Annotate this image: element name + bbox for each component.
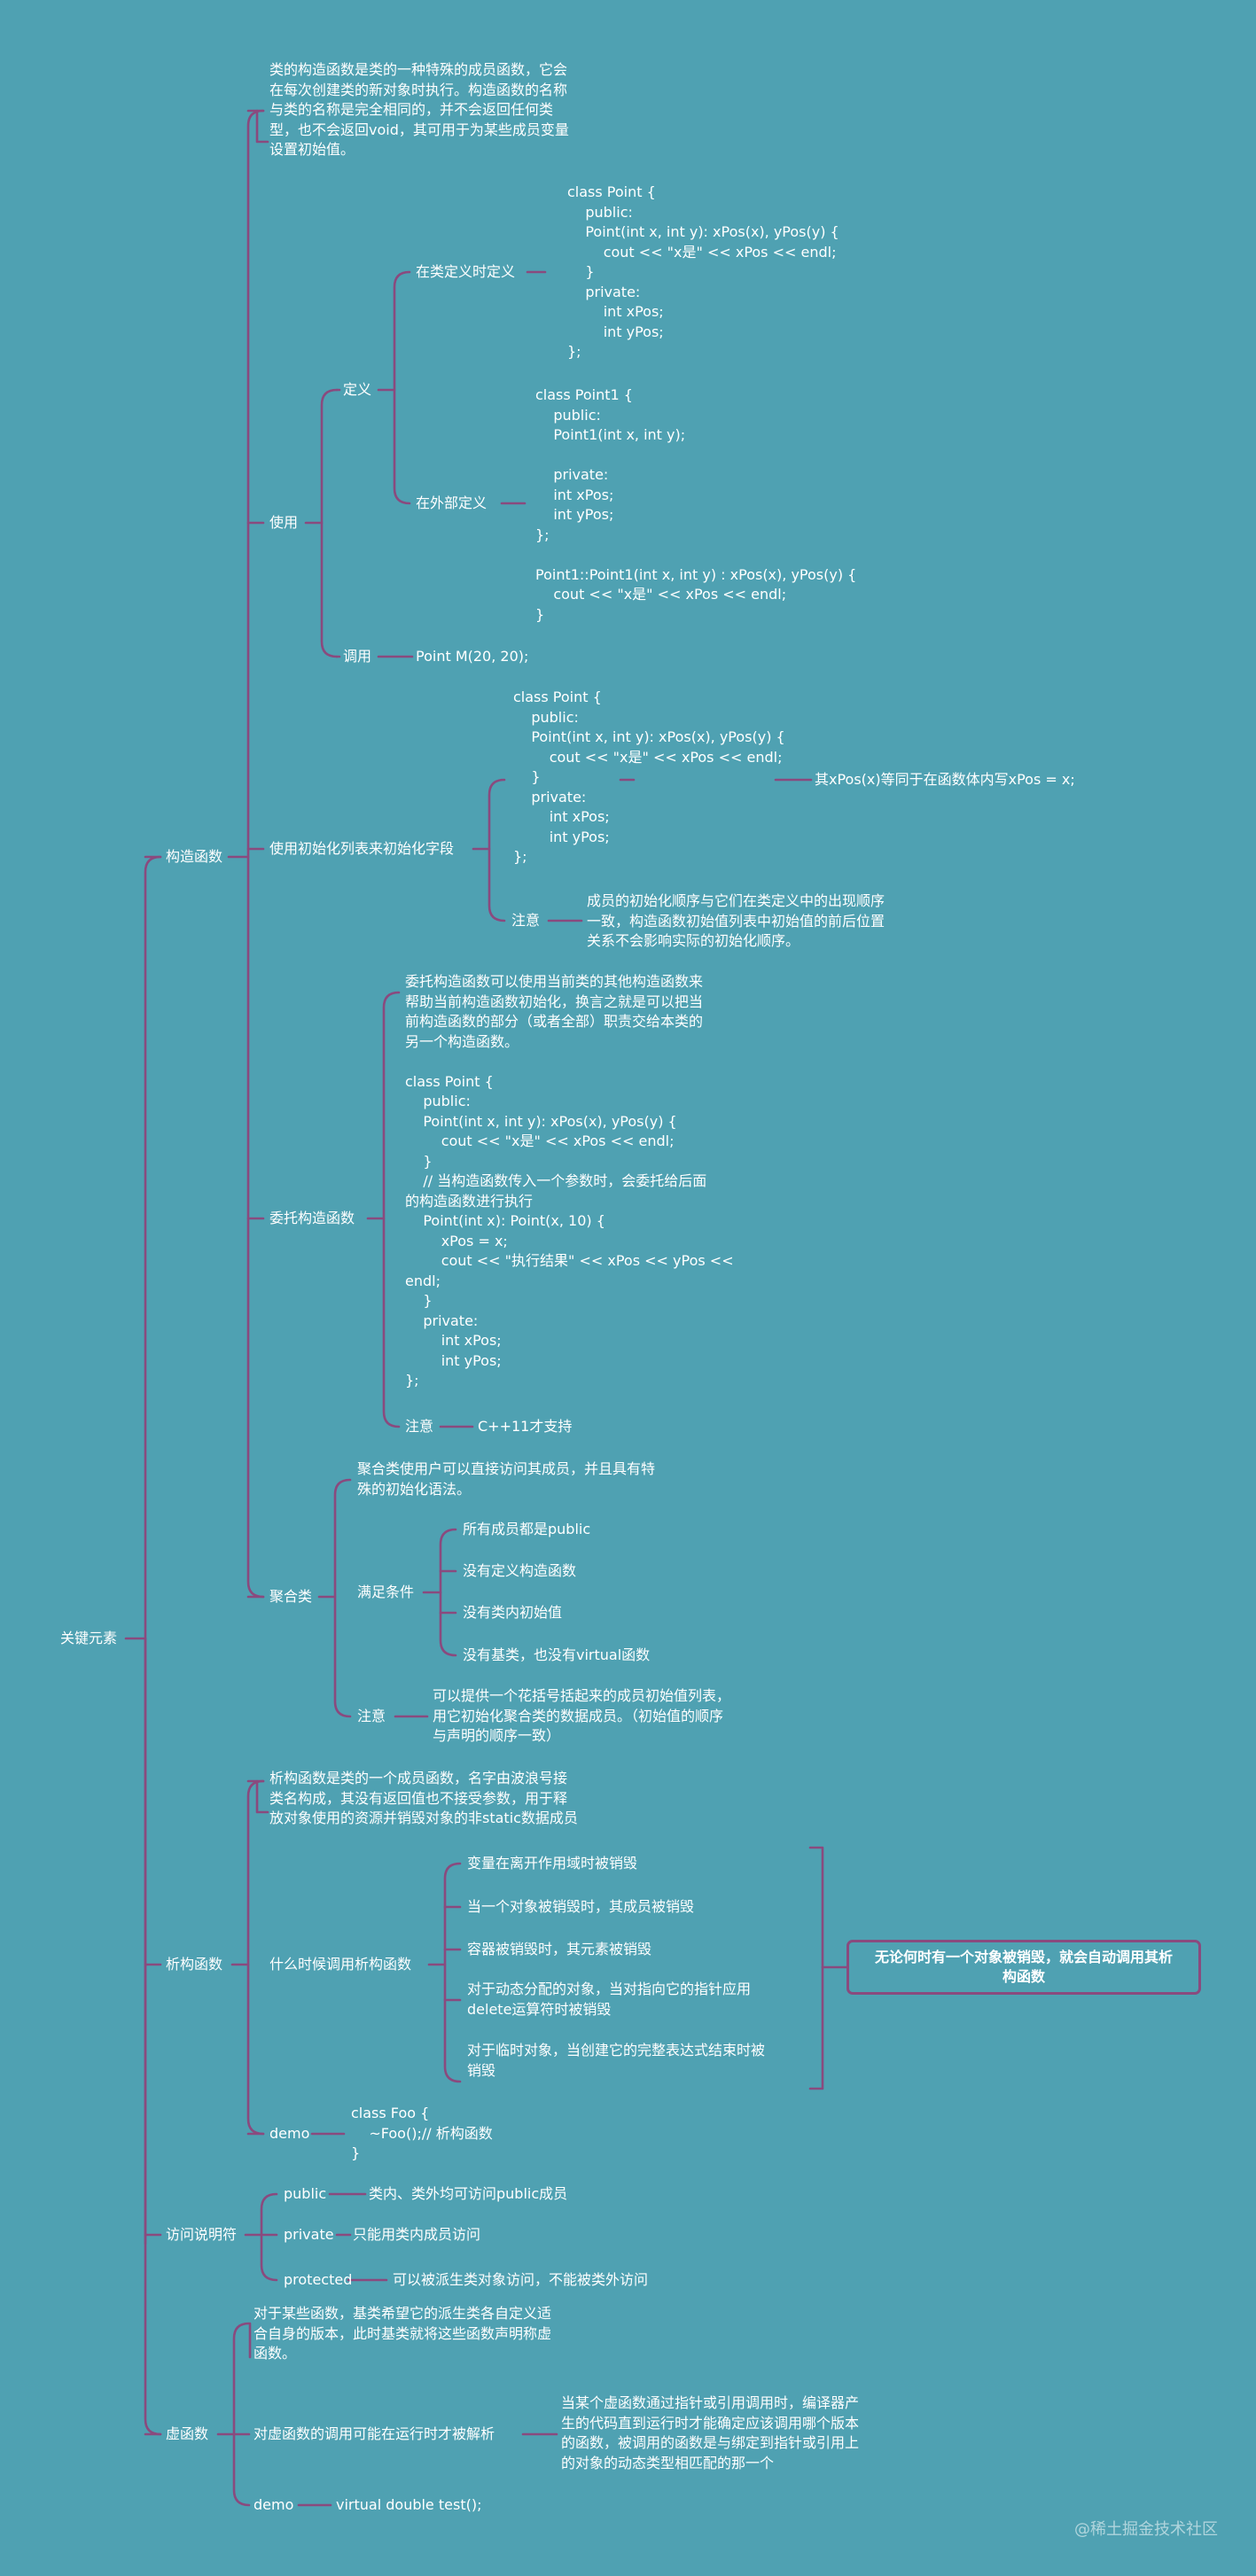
call-code: Point M(20, 20);	[416, 648, 529, 665]
destructor-demo-code: class Foo { ~Foo();// 析构函数 }	[351, 2105, 493, 2161]
virtual-resolve-desc: 当某个虚函数通过指针或引用调用时，编译器产 生的代码直到运行时才能确定应该调用哪…	[561, 2394, 860, 2471]
access-private-desc: 只能用类内成员访问	[353, 2226, 481, 2243]
destructor-summary-callout: 无论何时有一个对象被销毁，就会自动调用其析 构函数	[846, 1940, 1201, 1995]
initlist-code-note: 其xPos(x)等同于在函数体内写xPos = x;	[815, 771, 1075, 788]
define-outside-node: 在外部定义	[416, 494, 488, 511]
constructor-intro: 类的构造函数是类的一种特殊的成员函数，它会 在每次创建类的新对象时执行。构造函数…	[269, 61, 569, 158]
aggregate-condition: 没有类内初始值	[463, 1604, 563, 1621]
destructor-when-item: 容器被销毁时，其元素被销毁	[467, 1941, 652, 1957]
delegate-note-text: C++11才支持	[478, 1418, 573, 1435]
virtual-node: 虚函数	[166, 2425, 209, 2442]
define-inclass-node: 在类定义时定义	[416, 263, 516, 280]
destructor-summary-text: 无论何时有一个对象被销毁，就会自动调用其析 构函数	[874, 1949, 1173, 1985]
watermark: @稀土掘金技术社区	[1074, 2520, 1218, 2539]
virtual-resolve-node: 对虚函数的调用可能在运行时才被解析	[254, 2425, 495, 2442]
virtual-demo-code: virtual double test();	[336, 2496, 482, 2513]
access-private-node: private	[284, 2226, 334, 2243]
access-public-node: public	[284, 2185, 327, 2202]
virtual-desc: 对于某些函数，基类希望它的派生类各自定义适 合自身的版本，此时基类就将这些函数声…	[254, 2305, 552, 2362]
destructor-when-item: 对于临时对象，当创建它的完整表达式结束时被 销毁	[467, 2042, 766, 2079]
aggregate-condition: 所有成员都是public	[463, 1521, 591, 1537]
delegate-node: 委托构造函数	[269, 1210, 355, 1226]
destructor-demo-node: demo	[269, 2125, 310, 2142]
use-node: 使用	[269, 514, 299, 531]
destructor-when-item: 当一个对象被销毁时，其成员被销毁	[467, 1898, 695, 1915]
define-node: 定义	[343, 381, 372, 398]
initlist-note-text: 成员的初始化顺序与它们在类定义中的出现顺序 一致，构造函数初始值列表中初始值的前…	[587, 892, 885, 949]
access-protected-desc: 可以被派生类对象访问，不能被类外访问	[393, 2271, 649, 2288]
initlist-note-node: 注意	[511, 912, 541, 929]
access-node: 访问说明符	[166, 2226, 238, 2243]
destructor-when-item: 对于动态分配的对象，当对指向它的指针应用 delete运算符时被销毁	[467, 1981, 752, 2018]
destructor-when-item: 变量在离开作用域时被销毁	[467, 1855, 638, 1872]
access-protected-node: protected	[284, 2271, 353, 2288]
initlist-node: 使用初始化列表来初始化字段	[269, 840, 455, 857]
aggregate-note-node: 注意	[357, 1708, 386, 1724]
destructor-when-node: 什么时候调用析构函数	[269, 1956, 412, 1973]
define-inclass-code: class Point { public: Point(int x, int y…	[567, 183, 839, 360]
aggregate-condition: 没有基类，也没有virtual函数	[463, 1646, 651, 1663]
aggregate-node: 聚合类	[269, 1588, 313, 1605]
aggregate-desc: 聚合类使用户可以直接访问其成员，并且具有特 殊的初始化语法。	[357, 1460, 656, 1498]
aggregate-note-text: 可以提供一个花括号括起来的成员初始值列表， 用它初始化聚合类的数据成员。（初始值…	[433, 1687, 731, 1744]
access-public-desc: 类内、类外均可访问public成员	[369, 2185, 568, 2202]
destructor-desc: 析构函数是类的一个成员函数，名字由波浪号接 类名构成，其没有返回值也不接受参数，…	[269, 1770, 578, 1826]
constructor-node: 构造函数	[166, 848, 223, 865]
initlist-code: class Point { public: Point(int x, int y…	[513, 689, 785, 865]
delegate-text: 委托构造函数可以使用当前类的其他构造函数来 帮助当前构造函数初始化，换言之就是可…	[405, 973, 734, 1389]
virtual-demo-node: demo	[254, 2496, 294, 2513]
aggregate-condition: 没有定义构造函数	[463, 1562, 577, 1579]
define-outside-code: class Point1 { public: Point1(int x, int…	[535, 386, 857, 623]
aggregate-cond-node: 满足条件	[357, 1584, 415, 1600]
delegate-note-node: 注意	[405, 1418, 434, 1435]
destructor-node: 析构函数	[166, 1956, 223, 1973]
call-node: 调用	[343, 648, 372, 665]
root-node: 关键元素	[60, 1630, 118, 1646]
